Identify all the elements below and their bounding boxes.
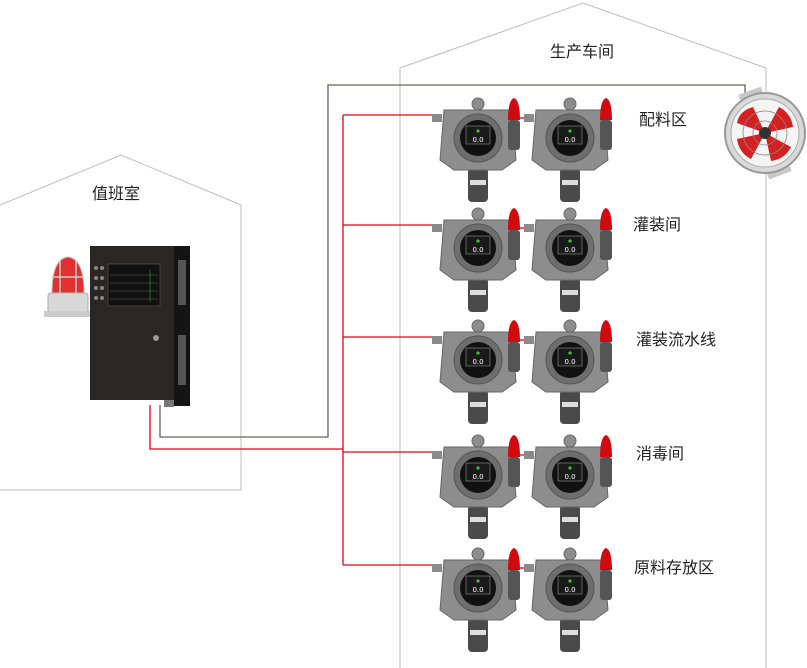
detector-reading: 0.0 [472,586,483,594]
zone-label: 灌装间 [633,215,682,234]
alarm-controller [90,246,190,407]
gas-detector: 0.0 [431,97,521,203]
zone-label: 消毒间 [636,444,685,463]
zone-label: 灌装流水线 [636,330,717,349]
duty-room-wall [0,154,242,491]
fan-control-line [159,84,746,438]
detector-reading: 0.0 [472,358,483,366]
gas-detector: 0.0 [523,547,613,653]
gas-detector: 0.0 [431,319,521,425]
exhaust-fan [724,86,806,180]
duty-room-title: 值班室 [92,184,141,203]
gas-detector: 0.0 [431,207,521,313]
detector-reading: 0.0 [564,473,575,481]
detector-reading: 0.0 [564,586,575,594]
gas-detector: 0.0 [523,97,613,203]
signal-line-main [149,405,343,450]
detector-reading: 0.0 [564,246,575,254]
detector-grid: 0.0 0.0 0.0 0.0 0.0 0.0 0.0 0.0 0.0 0.0 [431,97,613,653]
alarm-light [44,256,92,317]
workshop-title: 生产车间 [550,42,615,61]
detector-reading: 0.0 [564,358,575,366]
zone-label: 原料存放区 [634,558,715,577]
zone-label: 配料区 [639,110,688,129]
gas-detector: 0.0 [523,434,613,540]
detector-reading: 0.0 [472,246,483,254]
detector-reading: 0.0 [564,136,575,144]
detector-reading: 0.0 [472,473,483,481]
gas-detector: 0.0 [431,547,521,653]
gas-detector: 0.0 [523,319,613,425]
gas-detector: 0.0 [523,207,613,313]
gas-detector: 0.0 [431,434,521,540]
detector-reading: 0.0 [472,136,483,144]
workshop-wall [399,2,767,668]
